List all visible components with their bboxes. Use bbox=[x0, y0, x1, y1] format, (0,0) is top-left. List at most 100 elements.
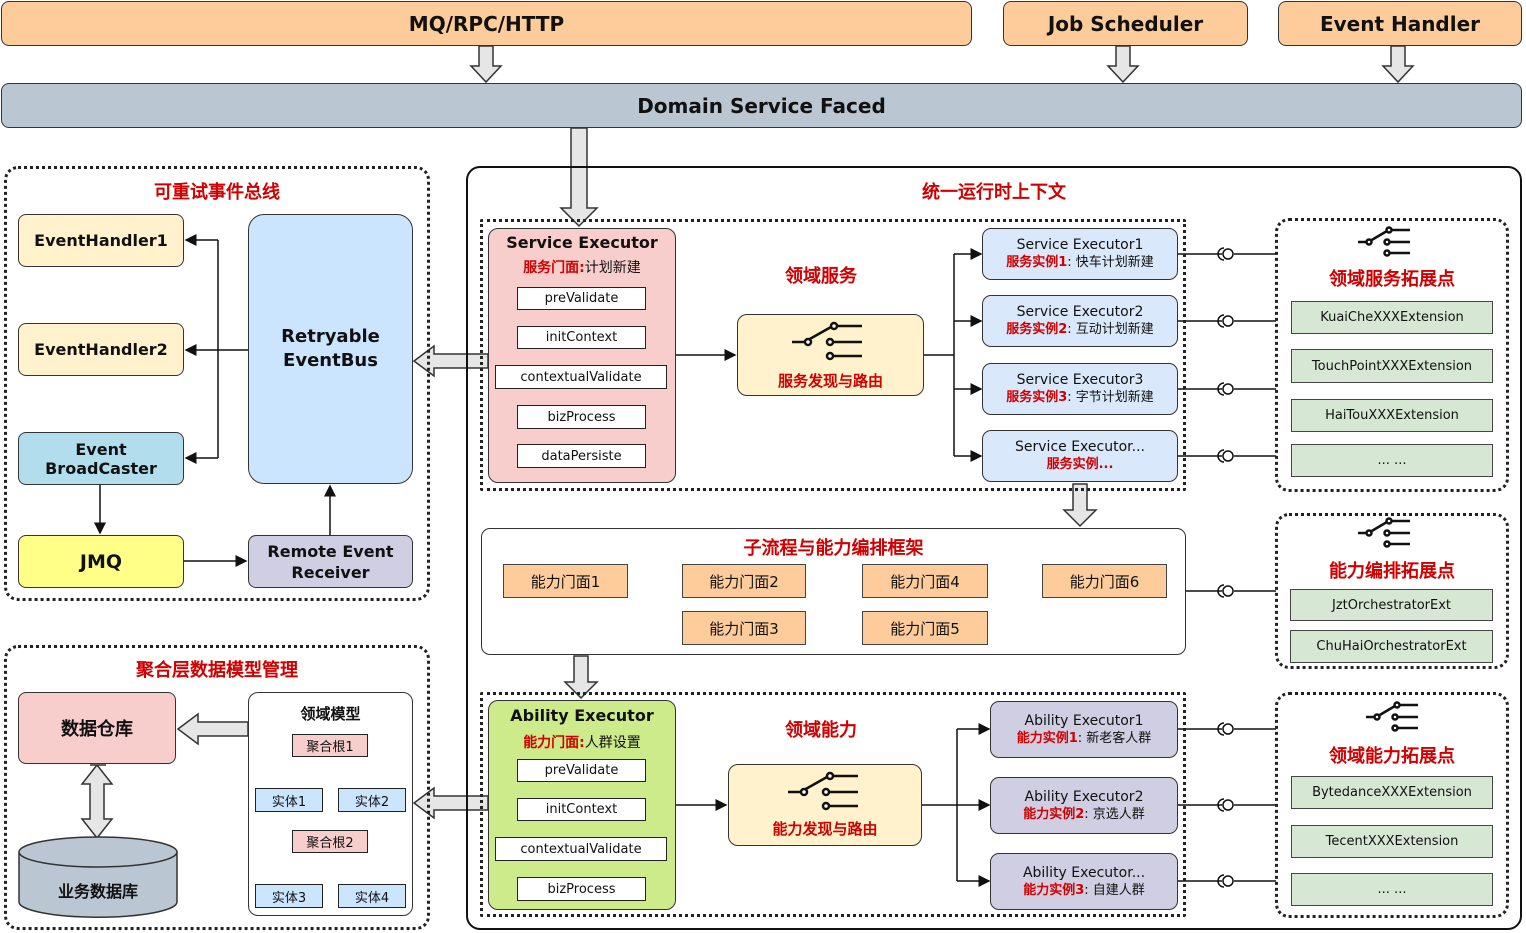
extension-jzt-orchestrator[interactable]: JztOrchestratorExt bbox=[1290, 589, 1493, 621]
data-model-title: 聚合层数据模型管理 bbox=[136, 660, 298, 681]
domain-model-title: 领域模型 bbox=[300, 705, 361, 723]
domain-ability-label: 领域能力 bbox=[785, 720, 857, 741]
service-step-initcontext[interactable]: initContext bbox=[517, 326, 646, 349]
ability-extension-title: 领域能力拓展点 bbox=[1329, 746, 1455, 767]
ability-instance-name: Ability Executor1 bbox=[1024, 712, 1144, 729]
data-model-group bbox=[4, 645, 430, 930]
ability-facade-label: 能力门面: bbox=[523, 735, 585, 751]
jmq-box[interactable]: JMQ bbox=[18, 535, 184, 588]
ability-switch-icon bbox=[788, 771, 858, 811]
ability-facade-4[interactable]: 能力门面4 bbox=[862, 564, 988, 598]
service-facade-line: 服务门面:计划新建 bbox=[488, 257, 676, 277]
ability-step-contextualvalidate[interactable]: contextualValidate bbox=[495, 837, 667, 861]
retryable-eventbus[interactable]: Retryable EventBus bbox=[248, 214, 413, 484]
event-handler-1[interactable]: EventHandler1 bbox=[18, 214, 184, 267]
ability-facade-value: 人群设置 bbox=[584, 735, 641, 751]
ability-instance-name: Ability Executor... bbox=[1022, 864, 1146, 881]
business-database[interactable]: 业务数据库 bbox=[57, 882, 138, 901]
runtime-context-group bbox=[466, 166, 1522, 930]
arrow-job-to-facade bbox=[1106, 45, 1140, 84]
service-extension-group bbox=[1275, 218, 1509, 492]
entity-2[interactable]: 实体2 bbox=[338, 788, 406, 812]
service-extension-title: 领域服务拓展点 bbox=[1329, 269, 1455, 290]
switch-icon bbox=[792, 321, 862, 361]
aggregate-root-1[interactable]: 聚合根1 bbox=[292, 734, 368, 757]
event-bus-group bbox=[4, 166, 430, 601]
entity-3[interactable]: 实体3 bbox=[255, 884, 323, 908]
service-instance-name: Service Executor3 bbox=[1016, 372, 1144, 388]
extension-more[interactable]: ... ... bbox=[1291, 444, 1493, 477]
service-executor-title: Service Executor bbox=[506, 233, 658, 252]
extension-kuaiche[interactable]: KuaiCheXXXExtension bbox=[1291, 301, 1493, 334]
extension-bytedance[interactable]: BytedanceXXXExtension bbox=[1291, 776, 1493, 809]
service-instance-value: : 互动计划新建 bbox=[1067, 322, 1154, 337]
service-router-label: 服务发现与路由 bbox=[777, 372, 883, 390]
domain-service-group bbox=[480, 219, 1186, 491]
data-warehouse[interactable]: 数据仓库 bbox=[18, 692, 176, 764]
service-instance-label: 服务实例3 bbox=[1006, 390, 1068, 405]
ability-instance-label: 能力实例3 bbox=[1023, 882, 1085, 898]
arrow-event-to-facade bbox=[1381, 45, 1415, 84]
ability-facade-6[interactable]: 能力门面6 bbox=[1042, 564, 1167, 598]
event-bus-title: 可重试事件总线 bbox=[154, 182, 280, 203]
service-facade-value: 计划新建 bbox=[584, 260, 641, 276]
entry-job-scheduler[interactable]: Job Scheduler bbox=[1003, 1, 1248, 46]
service-instance-name: Service Executor... bbox=[1015, 439, 1145, 455]
orchestration-title: 子流程与能力编排框架 bbox=[743, 538, 924, 559]
domain-ability-group bbox=[480, 692, 1186, 917]
ability-step-initcontext[interactable]: initContext bbox=[517, 798, 646, 821]
service-step-bizprocess[interactable]: bizProcess bbox=[517, 405, 646, 429]
ability-facade-3[interactable]: 能力门面3 bbox=[682, 611, 806, 645]
entity-1[interactable]: 实体1 bbox=[255, 788, 323, 812]
domain-service-facade[interactable]: Domain Service Faced bbox=[1, 83, 1522, 128]
service-instance-label: 服务实例2 bbox=[1006, 322, 1068, 337]
extension-touchpoint[interactable]: TouchPointXXXExtension bbox=[1291, 349, 1493, 383]
runtime-title: 统一运行时上下文 bbox=[922, 182, 1066, 203]
event-broadcaster[interactable]: Event BroadCaster bbox=[18, 432, 184, 485]
entry-mq-rpc-http[interactable]: MQ/RPC/HTTP bbox=[1, 1, 972, 46]
ability-instance-3[interactable]: Ability Executor...能力实例3: 自建人群 bbox=[990, 853, 1178, 910]
ability-instance-name: Ability Executor2 bbox=[1024, 788, 1144, 805]
entry-event-handler[interactable]: Event Handler bbox=[1278, 1, 1522, 46]
orch-ext-switch-icon bbox=[1358, 517, 1410, 548]
ability-executor-title: Ability Executor bbox=[510, 706, 654, 725]
ability-facade-line: 能力门面:人群设置 bbox=[488, 732, 676, 752]
service-instance-name: Service Executor2 bbox=[1016, 304, 1144, 320]
ability-step-bizprocess[interactable]: bizProcess bbox=[517, 877, 646, 901]
service-step-contextualvalidate[interactable]: contextualValidate bbox=[495, 365, 667, 389]
extension-chuhai-orchestrator[interactable]: ChuHaiOrchestratorExt bbox=[1290, 630, 1493, 663]
orchestration-extension-group bbox=[1275, 513, 1509, 669]
service-instance-more[interactable]: Service Executor... 服务实例... bbox=[982, 430, 1178, 482]
entity-4[interactable]: 实体4 bbox=[338, 884, 406, 908]
extension-haitou[interactable]: HaiTouXXXExtension bbox=[1291, 399, 1493, 432]
aggregate-root-2[interactable]: 聚合根2 bbox=[292, 830, 368, 853]
ability-instance-label: 能力实例2 bbox=[1023, 806, 1085, 822]
ability-instance-value: : 新老客人群 bbox=[1077, 730, 1152, 746]
ability-step-prevalidate[interactable]: preValidate bbox=[517, 759, 646, 782]
service-instance-label: 服务实例... bbox=[1046, 457, 1114, 472]
business-database-icon bbox=[18, 836, 178, 918]
extension-tecent[interactable]: TecentXXXExtension bbox=[1291, 825, 1493, 858]
ability-extension-group bbox=[1275, 692, 1509, 918]
ability-instance-label: 能力实例1 bbox=[1016, 730, 1078, 746]
service-instance-2[interactable]: Service Executor2 服务实例2: 互动计划新建 bbox=[982, 295, 1178, 347]
service-instance-3[interactable]: Service Executor3 服务实例3: 字节计划新建 bbox=[982, 363, 1178, 415]
extension-ability-more[interactable]: ... ... bbox=[1291, 873, 1493, 906]
service-step-datapersiste[interactable]: dataPersiste bbox=[517, 444, 646, 468]
ability-instance-value: : 自建人群 bbox=[1084, 882, 1145, 898]
domain-service-label: 领域服务 bbox=[785, 266, 857, 287]
service-executor[interactable] bbox=[488, 228, 676, 483]
service-instance-label: 服务实例1 bbox=[1006, 255, 1068, 270]
ability-facade-5[interactable]: 能力门面5 bbox=[862, 611, 988, 645]
remote-event-receiver[interactable]: Remote Event Receiver bbox=[248, 535, 413, 588]
service-step-prevalidate[interactable]: preValidate bbox=[517, 287, 646, 310]
arrow-mq-to-facade bbox=[469, 45, 503, 84]
ability-facade-2[interactable]: 能力门面2 bbox=[682, 564, 806, 598]
ability-ext-switch-icon bbox=[1366, 701, 1418, 732]
service-instance-value: : 字节计划新建 bbox=[1067, 390, 1154, 405]
ability-facade-1[interactable]: 能力门面1 bbox=[503, 564, 628, 598]
event-handler-2[interactable]: EventHandler2 bbox=[18, 323, 184, 376]
